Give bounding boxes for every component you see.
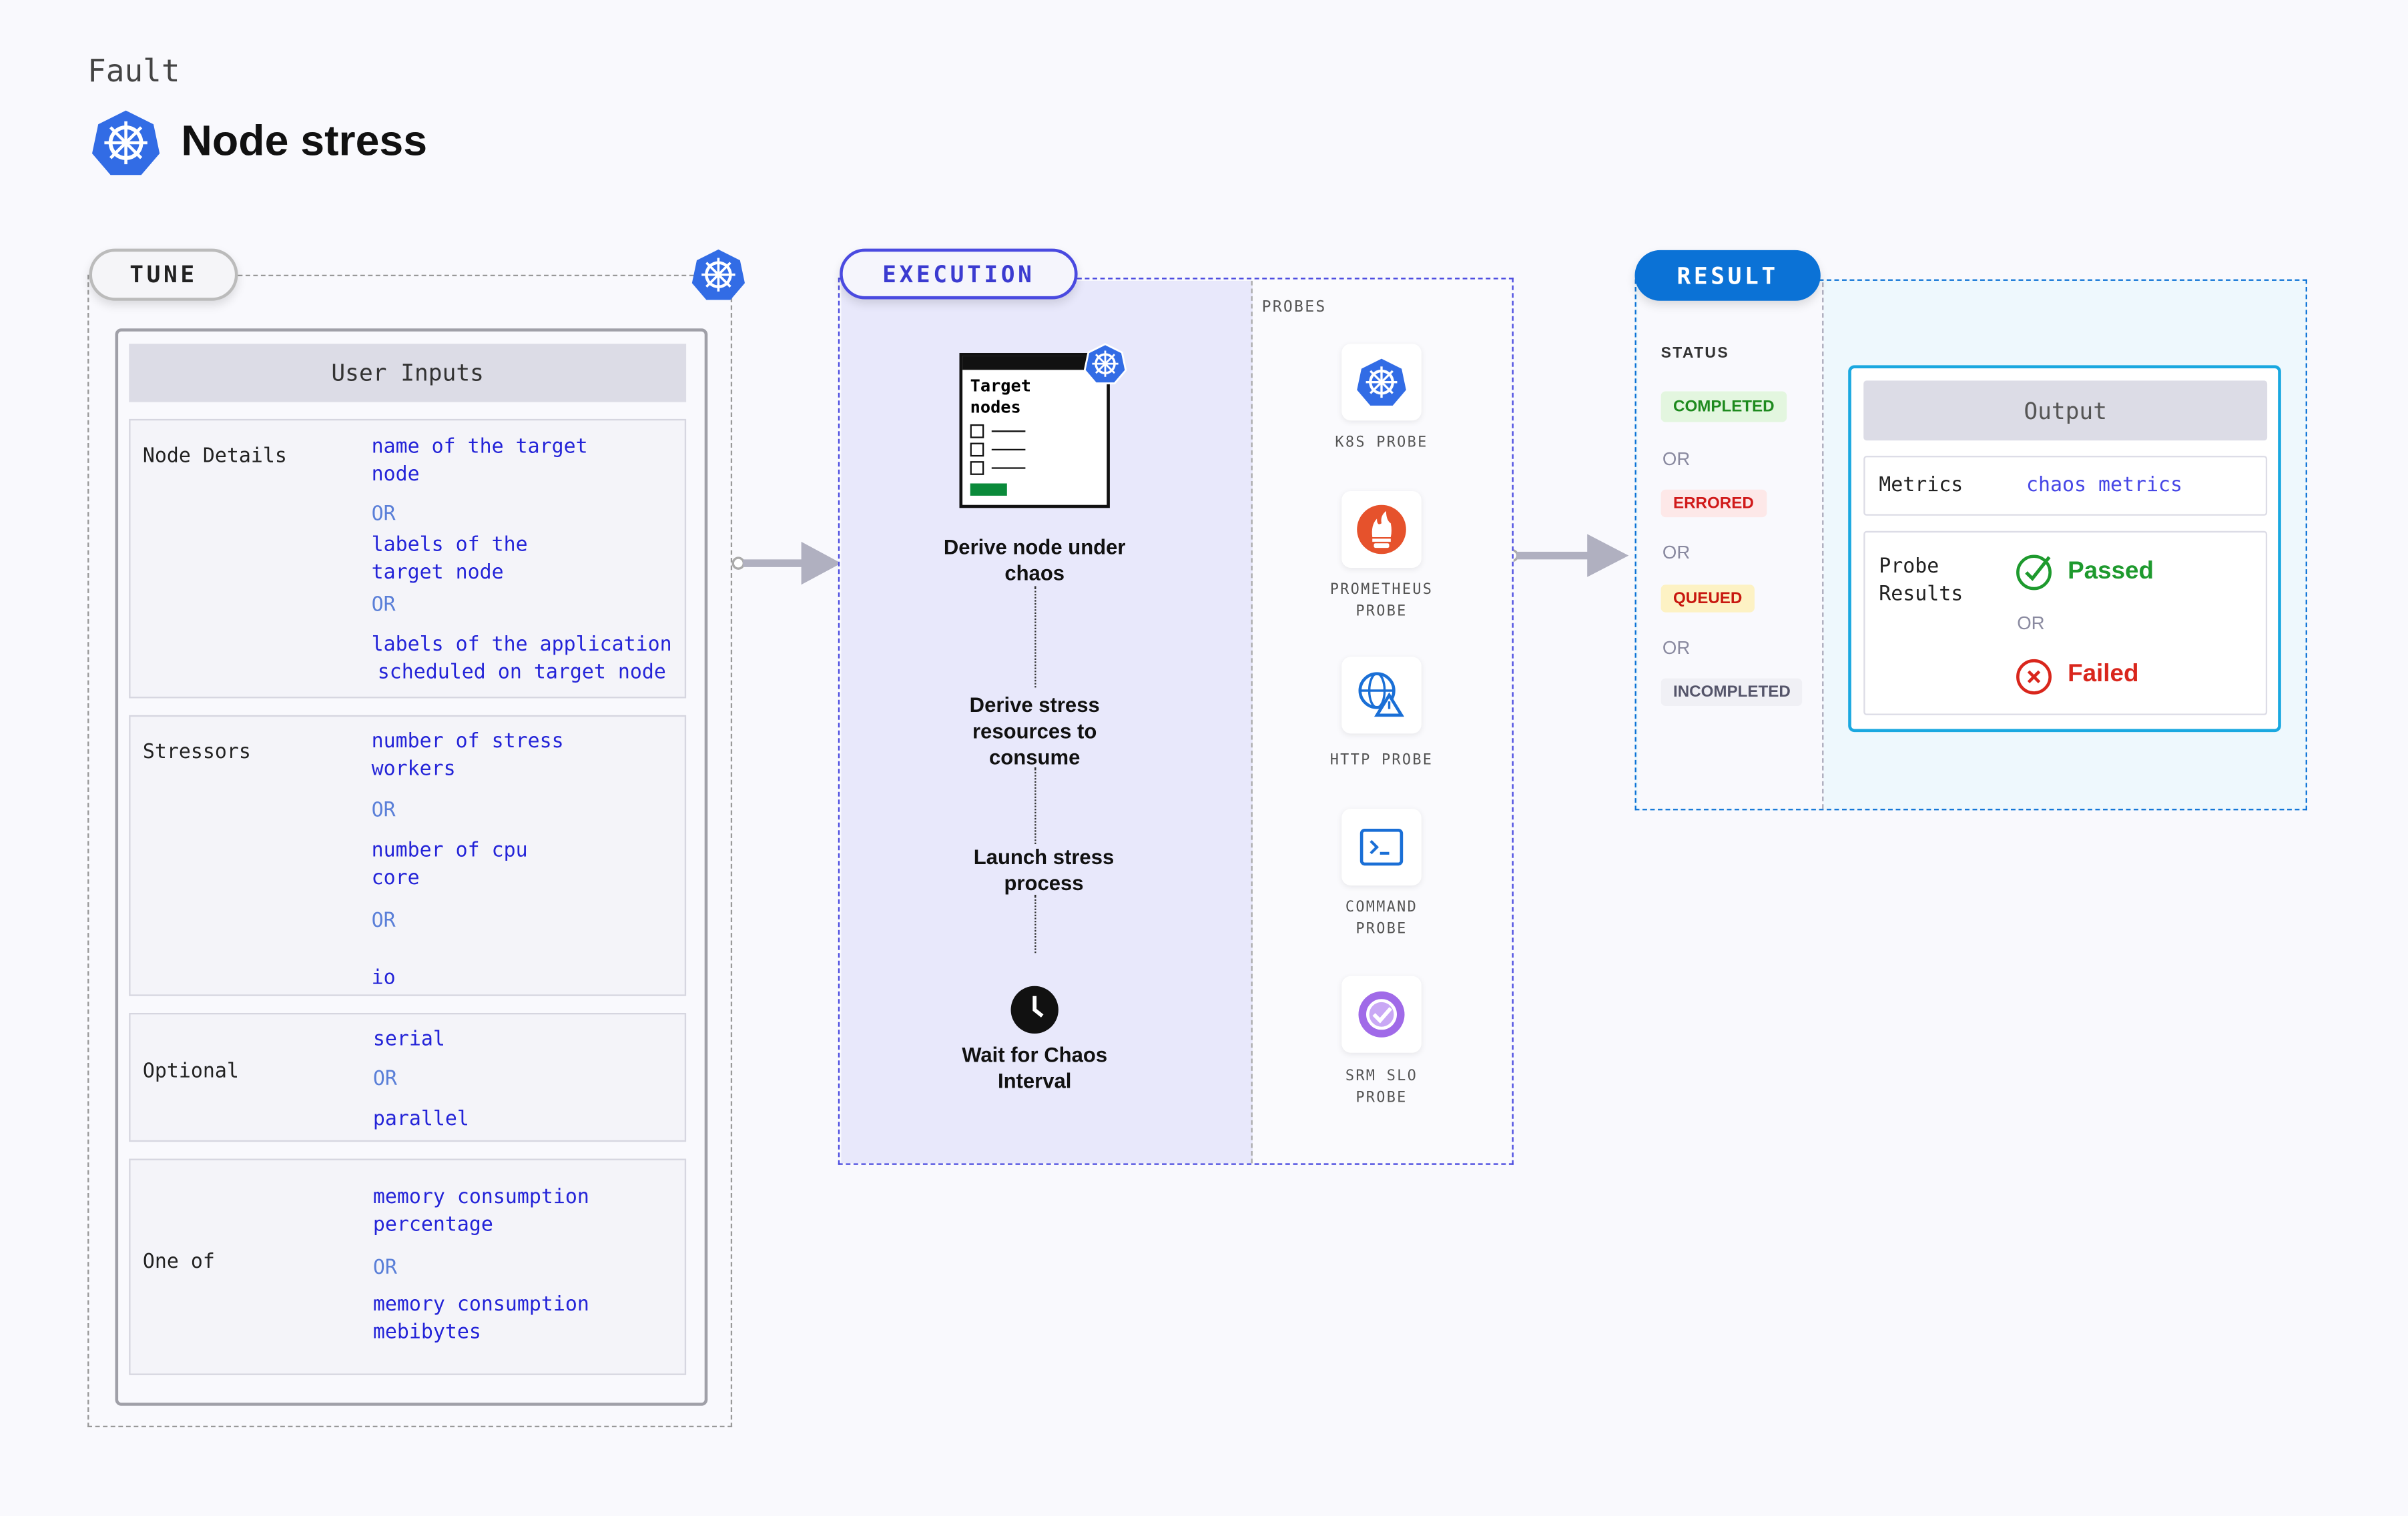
fault-category: Fault	[87, 52, 180, 89]
x-circle-icon	[2016, 659, 2052, 695]
result-label: RESULT	[1634, 250, 1821, 301]
probes-label: PROBES	[1261, 299, 1327, 316]
failed-text: Failed	[2068, 661, 2139, 688]
status-errored: ERRORED	[1661, 489, 1767, 518]
kubernetes-icon	[1357, 358, 1406, 406]
probe-results-row: Probe Results Passed OR Failed	[1863, 530, 2268, 715]
target-nodes-document-icon: Target nodes	[959, 353, 1110, 508]
user-inputs-title: User Inputs	[129, 344, 687, 402]
prometheus-probe-card[interactable]	[1341, 491, 1422, 568]
kubernetes-icon	[691, 249, 745, 300]
command-probe-card[interactable]	[1341, 809, 1422, 886]
execution-label: EXECUTION	[840, 248, 1078, 300]
kubernetes-icon	[92, 110, 160, 175]
clock-icon	[1010, 986, 1059, 1034]
kubernetes-icon	[1083, 343, 1127, 384]
passed-text: Passed	[2068, 558, 2154, 585]
globe-warning-icon	[1358, 672, 1405, 717]
input-row-stressors: Stressors number of stress workers OR nu…	[129, 715, 687, 996]
arrow-execution-to-result	[1505, 534, 1629, 577]
step-derive-resources: Derive stress resources to consume	[969, 693, 1100, 769]
terminal-icon	[1360, 829, 1404, 866]
slo-icon	[1358, 991, 1405, 1038]
arrow-tune-to-execution	[731, 541, 842, 585]
status-queued: QUEUED	[1661, 585, 1755, 613]
status-completed: COMPLETED	[1661, 391, 1787, 422]
metrics-row: Metrics chaos metrics	[1863, 456, 2268, 516]
status-incompleted: INCOMPLETED	[1661, 678, 1803, 706]
prometheus-icon	[1357, 504, 1406, 554]
tune-section	[87, 274, 733, 1428]
check-circle-icon	[2016, 554, 2052, 591]
step-derive-node: Derive node under chaos	[943, 535, 1126, 585]
srm-slo-probe-card[interactable]	[1341, 976, 1422, 1053]
step-wait-interval: Wait for Chaos Interval	[962, 1044, 1108, 1093]
input-row-node-details: Node Details name of the target node OR …	[129, 418, 687, 699]
step-launch-stress: Launch stress process	[973, 845, 1115, 895]
k8s-probe-card[interactable]	[1341, 344, 1422, 421]
input-row-optional: Optional serial OR parallel	[129, 1013, 687, 1142]
input-row-one-of: One of memory consumption percentage OR …	[129, 1158, 687, 1375]
tune-label: TUNE	[89, 248, 238, 301]
page-title: Node stress	[181, 116, 428, 165]
http-probe-card[interactable]	[1341, 657, 1422, 734]
output-title: Output	[1863, 380, 2268, 441]
status-label: STATUS	[1661, 345, 1729, 362]
